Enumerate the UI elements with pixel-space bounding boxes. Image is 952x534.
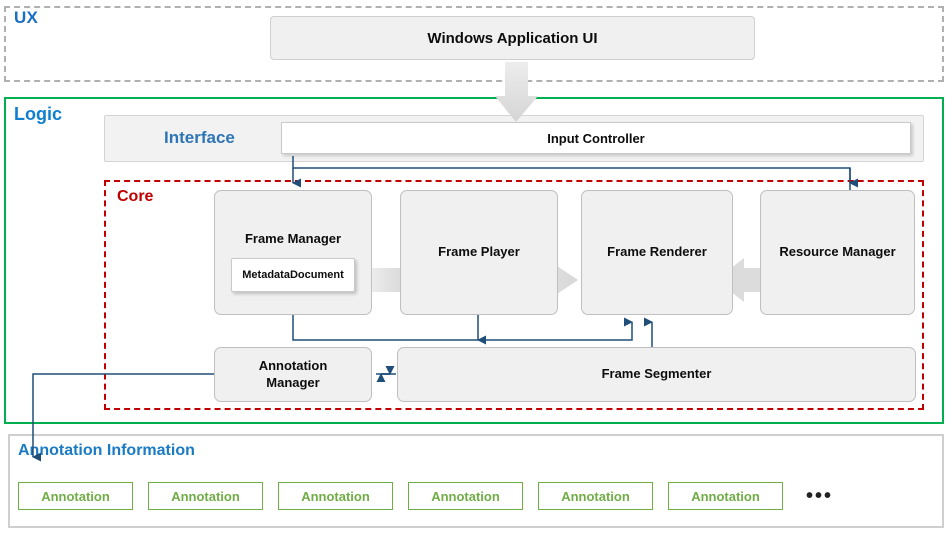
annotation-manager-box[interactable]: Annotation Manager	[214, 347, 372, 402]
frame-manager-label: Frame Manager	[244, 231, 342, 246]
interface-label: Interface	[164, 128, 235, 147]
frame-segmenter-box[interactable]: Frame Segmenter	[397, 347, 916, 402]
annotation-chip[interactable]: Annotation	[538, 482, 653, 510]
frame-renderer-box[interactable]: Frame Renderer	[581, 190, 733, 315]
frame-manager-box[interactable]	[214, 190, 372, 315]
annotation-information-label: Annotation Information	[18, 442, 195, 459]
annotation-overflow-ellipsis: •••	[806, 485, 834, 507]
annotation-manager-line2: Manager	[266, 374, 320, 390]
annotation-chip[interactable]: Annotation	[148, 482, 263, 510]
annotation-manager-line1: Annotation	[258, 357, 328, 373]
metadata-document-line1: Metadata	[242, 268, 290, 281]
ux-layer-label: UX	[14, 8, 39, 27]
metadata-document-line2: Document	[289, 268, 344, 281]
annotation-chip-row: Annotation Annotation Annotation Annotat…	[18, 481, 928, 511]
annotation-chip[interactable]: Annotation	[18, 482, 133, 510]
logic-layer-label: Logic	[14, 104, 62, 124]
frame-player-box[interactable]: Frame Player	[400, 190, 558, 315]
metadata-document-box[interactable]: Metadata Document	[231, 258, 355, 292]
annotation-chip[interactable]: Annotation	[278, 482, 393, 510]
input-controller-box[interactable]: Input Controller	[281, 122, 911, 154]
windows-application-ui-box[interactable]: Windows Application UI	[270, 16, 755, 60]
annotation-chip[interactable]: Annotation	[408, 482, 523, 510]
annotation-chip[interactable]: Annotation	[668, 482, 783, 510]
resource-manager-box[interactable]: Resource Manager	[760, 190, 915, 315]
core-label: Core	[117, 188, 154, 205]
